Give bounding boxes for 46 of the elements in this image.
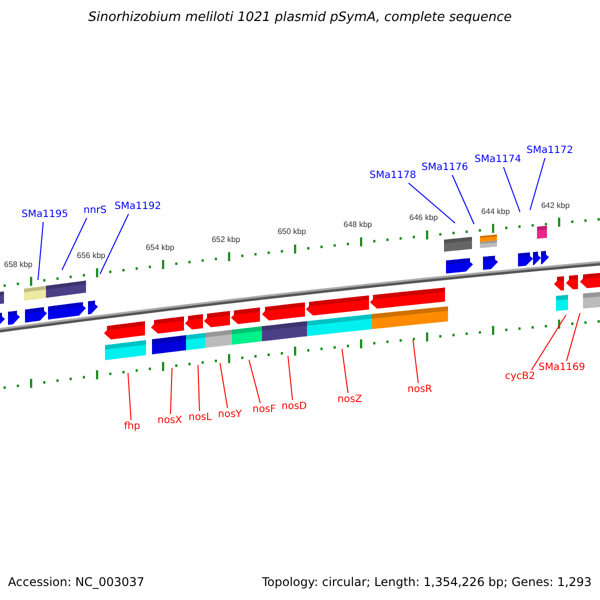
leader-line: [198, 364, 200, 412]
scale-label: 646 kbp: [409, 213, 438, 222]
leader-line: [170, 368, 172, 414]
leader-line: [220, 362, 228, 408]
gene-name: nosF: [252, 404, 276, 415]
leader-line: [408, 182, 456, 224]
gene-name: cycB2: [505, 371, 536, 382]
leader-line: [62, 218, 88, 270]
leader-line: [342, 348, 348, 394]
leader-line: [566, 312, 580, 362]
gene-name: nnrS: [84, 205, 107, 216]
gene-name: nosY: [218, 409, 242, 420]
gene-name: nosZ: [338, 394, 362, 405]
leader-line: [288, 356, 293, 400]
gene-name: SMa1195: [22, 209, 68, 220]
map-title: Sinorhizobium meliloti 1021 plasmid pSymA, complete sequence: [87, 10, 513, 25]
footer-text: Accession: NC_003037: [8, 575, 144, 589]
gene-name: nosR: [408, 384, 432, 395]
scale-label: 648 kbp: [344, 220, 372, 230]
scale-label: 652 kbp: [212, 235, 240, 244]
gene-name: SMa1192: [114, 201, 162, 212]
gene-name: nosX: [158, 415, 182, 426]
leader-line: [503, 166, 520, 212]
gene-name: nosL: [188, 412, 212, 423]
gene-name: fhp: [124, 421, 140, 432]
gene-name: SMa1169: [538, 362, 586, 373]
scale-label: 654 kbp: [146, 242, 174, 252]
leader-line: [38, 222, 44, 280]
scale-label: 656 kbp: [76, 251, 106, 260]
gene-name: nosD: [282, 401, 307, 412]
leader-line: [452, 174, 474, 224]
leader-line: [100, 214, 129, 274]
leader-line: [412, 340, 419, 384]
leader-line: [248, 360, 261, 404]
gene-name: SMa1174: [474, 154, 522, 165]
footer-text: Topology: circular; Length: 1,354,226 bp; Genes: 1,293: [262, 575, 592, 589]
leader-line: [531, 314, 566, 370]
gene-name: SMa1178: [370, 170, 416, 181]
leader-line: [128, 372, 132, 420]
scale-label: 658 kbp: [4, 260, 32, 269]
scale-label: 644 kbp: [481, 206, 510, 216]
scale-label: 650 kbp: [278, 227, 306, 236]
scale-label: 642 kbp: [541, 200, 570, 210]
gene-name: SMa1176: [422, 162, 468, 173]
gene-name: SMa1172: [526, 145, 574, 156]
leader-line: [530, 158, 546, 210]
